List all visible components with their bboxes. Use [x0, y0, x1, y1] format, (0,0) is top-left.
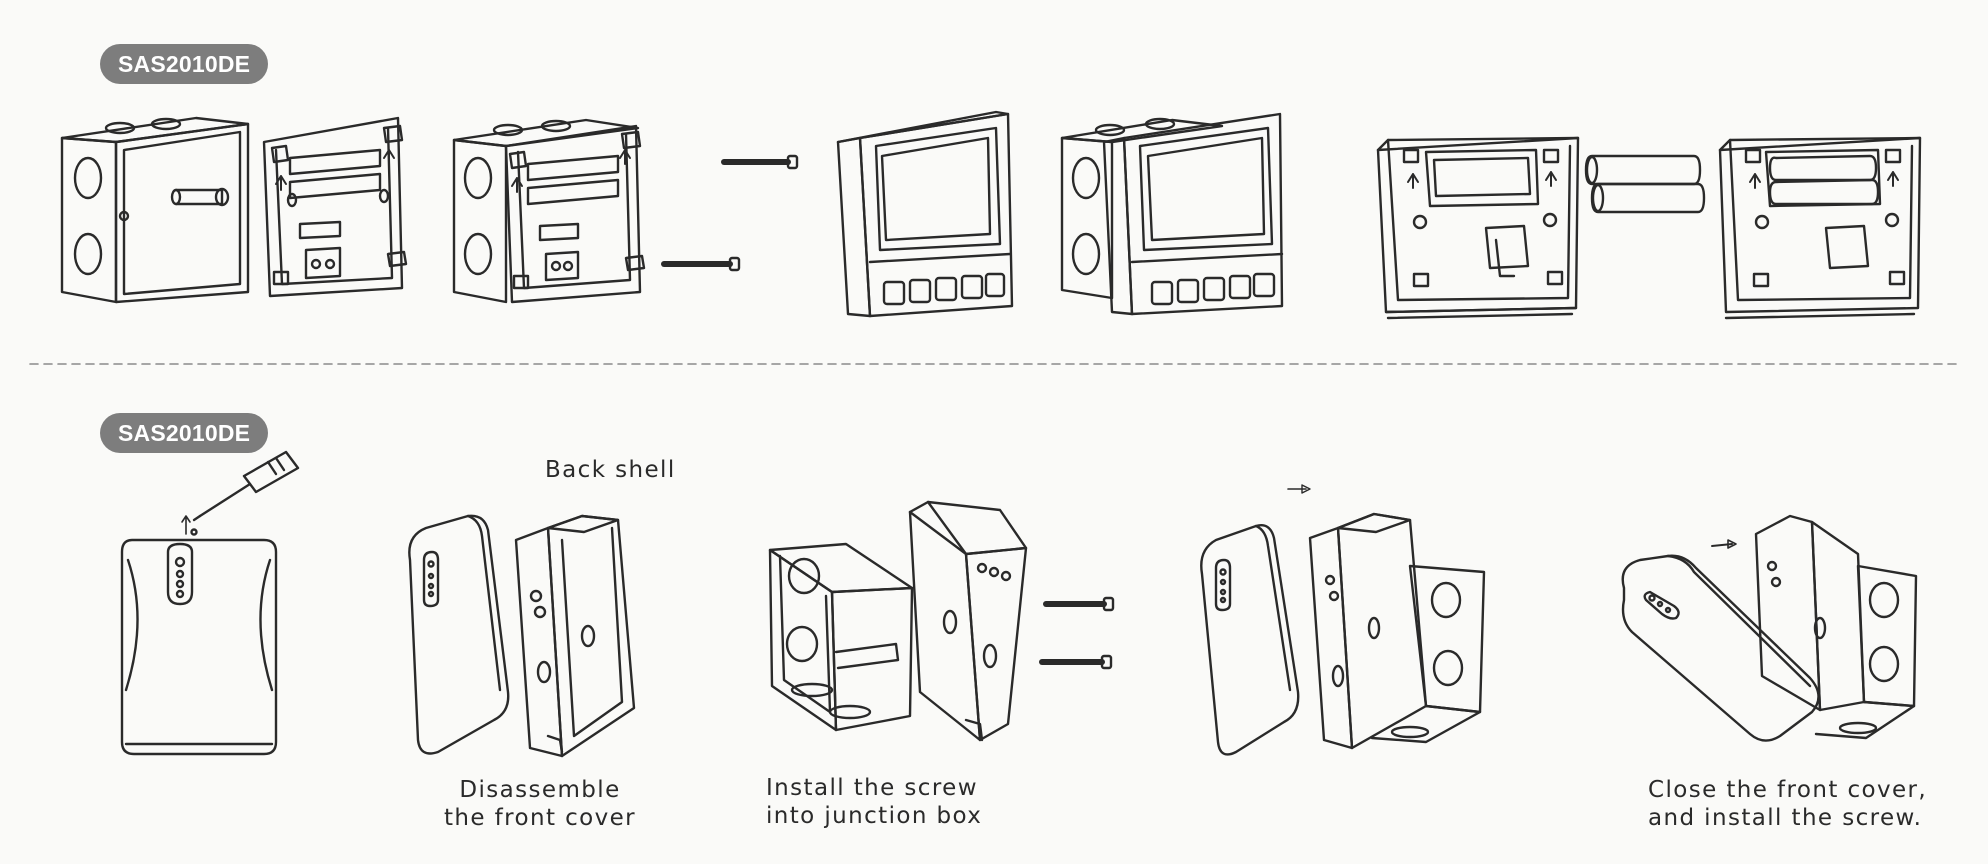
battery-icon [1590, 182, 1706, 214]
model-badge-top: SAS2010DE [100, 44, 269, 84]
step-caption-line1: Close the front cover, [1648, 777, 1928, 803]
front-cover-icon [408, 514, 510, 755]
step-caption-line1: Disassemble [459, 777, 621, 803]
model-badge-bottom: SAS2010DE [100, 413, 269, 453]
step-caption-disassemble: Disassemble the front cover [400, 776, 680, 832]
step-caption-line2: and install the screw. [1648, 805, 1923, 831]
back-plate-icon [262, 116, 408, 298]
thermostat-front-icon [836, 110, 1014, 318]
screw-icon [721, 154, 799, 170]
back-shell-on-box-icon [1754, 514, 1918, 740]
step-caption-line2: the front cover [443, 805, 637, 831]
thermostat-front-closed-icon [120, 538, 278, 756]
back-shell-label: Back shell [545, 457, 676, 483]
thermostat-back-batteries-icon [1718, 136, 1922, 320]
step-caption-install-screw: Install the screw into junction box [766, 774, 982, 830]
junction-box-open-icon [768, 542, 914, 732]
junction-box-icon [60, 116, 250, 304]
step-caption-line1: Install the screw [766, 775, 978, 801]
battery-icon [1584, 154, 1702, 186]
arrow-icon [1711, 539, 1737, 549]
arrow-icon [181, 515, 198, 536]
screw-icon [661, 256, 741, 272]
step-caption-line2: into junction box [766, 803, 983, 829]
thermostat-back-icon [1376, 136, 1580, 320]
step-caption-close-cover: Close the front cover, and install the s… [1648, 776, 1927, 832]
junction-box-with-plate-icon [452, 118, 646, 304]
arrow-icon [1287, 484, 1311, 494]
front-cover-icon [1621, 554, 1820, 742]
back-shell-icon [908, 500, 1028, 742]
back-shell-on-box-icon [1308, 512, 1486, 750]
thermostat-on-box-icon [1060, 112, 1284, 316]
front-cover-icon [1200, 524, 1300, 756]
screwdriver-icon [192, 450, 300, 522]
screw-icon [1043, 596, 1115, 612]
back-shell-icon [514, 514, 636, 758]
screw-icon [1039, 654, 1113, 670]
